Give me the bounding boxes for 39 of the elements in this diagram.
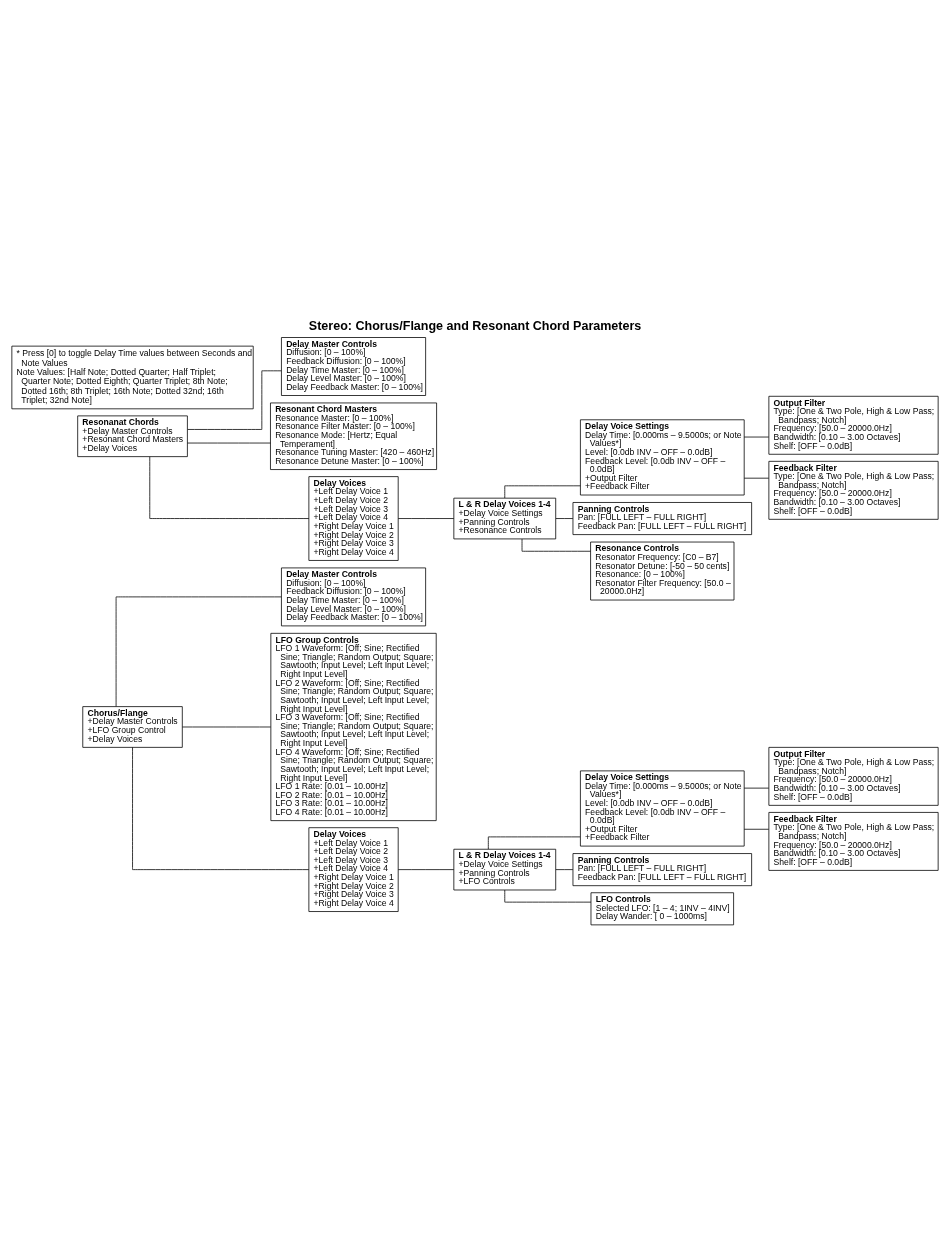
connector [182, 726, 272, 727]
label: * Press [0] to toggle Delay Time values between Seconds and Note Values [16, 347, 253, 368]
node-box: Chorus/Flange +Delay Master Controls +LFO Group Control +Delay Voices [82, 705, 183, 748]
node-box: Delay Voice Settings Delay Time: [0.000ms – 9.5000s; or Note Values*] Level: [0.0db INV – OFF – 0.0dB] Feedback Level: [0.0db INV – OFF – 0.0dB] +Output Filter +Feedback Filter [580, 770, 745, 846]
connector [504, 484, 581, 498]
node-box: Delay Voice Settings Delay Time: [0.000ms – 9.5000s; or Note Values*] Level: [0.0db INV – OFF – 0.0dB] Feedback Level: [0.0db INV – OFF – 0.0dB] +Output Filter +Feedback Filter [580, 418, 745, 495]
node-box: Resonanat Chords +Delay Master Controls +Resonant Chord Masters +Delay Voices [77, 415, 188, 457]
node-box: LFO Controls Selected LFO: [1 – 4; 1INV – 4INV] Delay Wander: [ 0 – 1000ms] [590, 891, 734, 925]
node-box: Delay Master Controls Diffusion: [0 – 100%] Feedback Diffusion: [0 – 100%] Delay Time Master: [0 – 100%] Delay Level Master: [0 – 100%] Delay Feedback Master: [0 – 100%] [281, 567, 426, 626]
connector [397, 517, 455, 519]
node-box: Feedback Filter Type: [One & Two Pole, High & Low Pass; Bandpass; Notch] Frequency: [50.0 – 20000.0Hz] Bandwidth: [0.10 – 3.00 Octaves] Shelf: [OFF – 0.0dB] [768, 811, 939, 871]
connector [397, 868, 455, 870]
node-box: Resonant Chord Masters Resonance Master: [0 – 100%] Resonance Filter Master: [0 – 100%] Resonance Mode: [Hertz; Equal Temperament] Resonance Tuning Master: [420 – 460Hz] Resonance Detune Master: [0 – 100%] [270, 402, 437, 470]
connector [555, 868, 574, 870]
label: Note Values: [Half Note; Dotted Quarter; Half Triplet; Quarter Note; Dotted Eighth; Quarter Triplet; 8th Note; Dotted 16th; 8th Triplet; 16th Note; Dotted 32nd; 16th Triplet; 32nd Note] [16, 366, 228, 405]
connector [132, 746, 310, 870]
connector [743, 828, 770, 830]
connector [743, 436, 770, 437]
connector [743, 787, 770, 788]
connector [187, 369, 282, 430]
node-box: L & R Delay Voices 1-4 +Delay Voice Settings +Panning Controls +LFO Controls [453, 848, 557, 890]
node-box: LFO Group Controls LFO 1 Waveform: [Off; Sine; Rectified Sine; Triangle; Random Output; Square; Sawtooth; Input Level; Left Input Level; Right Input Level] LFO 2 Waveform: [Off; Sine; Rectified Sine; Triangle; Random Output; Square; Sawtooth; Input Level; Left Input Level; Right Input Level] LFO 3 Waveform: [Off; Sine; Rectified Sine; Triangle; Random Output; Square; Sawtooth; Input Level; Left Input Level; Right Input Level] LFO 4 Waveform: [Off; Sine; Rectified Sine; Triangle; Random Output; Square; Sawtooth; Input Level; Left Input Level; Right Input Level] LFO 1 Rate: [0.01 – 10.00Hz] LFO 2 Rate: [0.01 – 10.00Hz] LFO 3 Rate: [0.01 – 10.00Hz] LFO 4 Rate: [0.01 – 10.00Hz] [270, 632, 437, 821]
connector [115, 596, 282, 707]
connector [149, 455, 310, 519]
node-box: Output Filter Type: [One & Two Pole, High & Low Pass; Bandpass; Notch] Frequency: [50.0 – 20000.0Hz] Bandwidth: [0.10 – 3.00 Octaves] Shelf: [OFF – 0.0dB] [768, 746, 939, 806]
node-box: Delay Voices +Left Delay Voice 1 +Left Delay Voice 2 +Left Delay Voice 3 +Left Delay Voice 4 +Right Delay Voice 1 +Right Delay Voice 2 +Right Delay Voice 3 +Right Delay Voice 4 [308, 826, 399, 912]
node-box: L & R Delay Voices 1-4 +Delay Voice Settings +Panning Controls +Resonance Controls [453, 497, 557, 539]
node-box: Delay Voices +Left Delay Voice 1 +Left Delay Voice 2 +Left Delay Voice 3 +Left Delay Voice 4 +Right Delay Voice 1 +Right Delay Voice 2 +Right Delay Voice 3 +Right Delay Voice 4 [308, 475, 399, 561]
node-box: Feedback Filter Type: [One & Two Pole, High & Low Pass; Bandpass; Notch] Frequency: [50.0 – 20000.0Hz] Bandwidth: [0.10 – 3.00 Octaves] Shelf: [OFF – 0.0dB] [768, 460, 939, 520]
node-box: Panning Controls Pan: [FULL LEFT – FULL RIGHT] Feedback Pan: [FULL LEFT – FULL RIGHT] [572, 501, 752, 535]
connector [743, 477, 770, 479]
node-box: Panning Controls Pan: [FULL LEFT – FULL RIGHT] Feedback Pan: [FULL LEFT – FULL RIGHT] [572, 852, 752, 886]
connector [187, 442, 271, 443]
connector [555, 517, 574, 519]
node-box: Delay Master Controls Diffusion: [0 – 100%] Feedback Diffusion: [0 – 100%] Delay Time Master: [0 – 100%] Delay Level Master: [0 – 100%] Delay Feedback Master: [0 – 100%] [281, 336, 426, 396]
connector [521, 538, 591, 552]
node-box: Resonance Controls Resonator Frequency: [C0 – B7] Resonator Detune: [-50 – 50 cents] Resonance: [0 – 100%] Resonator Filter Frequency: [50.0 – 20000.0Hz] [590, 541, 735, 600]
diagram-title: Stereo: Chorus/Flange and Resonant Chord Parameters [308, 318, 642, 333]
node-box: Output Filter Type: [One & Two Pole, High & Low Pass; Bandpass; Notch] Frequency: [50.0 – 20000.0Hz] Bandwidth: [0.10 – 3.00 Octaves] Shelf: [OFF – 0.0dB] [768, 395, 939, 455]
